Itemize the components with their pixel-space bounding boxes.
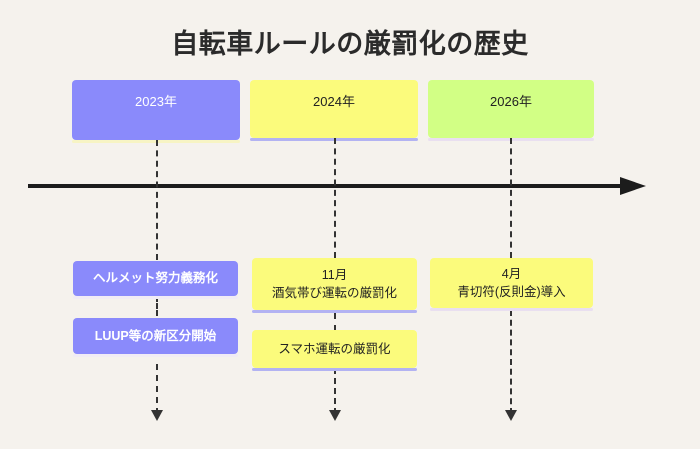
- event-box-2023-luup: LUUP等の新区分開始: [73, 318, 238, 354]
- event-box-2026-bluecket-strip: [430, 308, 593, 311]
- event-label-2024-smartphone: スマホ運転の厳罰化: [278, 341, 391, 356]
- event-box-2026-bluecket: 4月 青切符(反則金)導入: [430, 258, 593, 308]
- event-label-2023-luup: LUUP等の新区分開始: [94, 328, 217, 343]
- year-box-2024: 2024年: [250, 80, 418, 138]
- connector-arrow-2023: [151, 410, 163, 421]
- event-box-2024-smartphone: スマホ運転の厳罰化: [252, 330, 417, 368]
- connector-dash-2026-upper: [510, 138, 512, 258]
- event-label-2026-month: 4月: [501, 266, 522, 281]
- event-label-2024-drunk-month: 11月: [321, 267, 348, 282]
- year-label-2023: 2023年: [135, 94, 177, 109]
- connector-arrow-2026: [505, 410, 517, 421]
- connector-dash-2024-upper: [334, 138, 336, 258]
- event-label-2023-helmet: ヘルメット努力義務化: [92, 271, 218, 286]
- page-title: 自転車ルールの厳罰化の歴史: [171, 29, 529, 59]
- event-label-2026-text: 青切符(反則金)導入: [457, 285, 566, 299]
- year-box-2023: 2023年: [72, 80, 240, 140]
- event-box-2023-helmet-strip: [73, 296, 238, 299]
- event-box-2023-luup-strip: [73, 354, 238, 357]
- connector-arrow-2024: [329, 410, 341, 421]
- connector-dash-2023-upper: [156, 140, 158, 260]
- event-box-2024-drunk: 11月 酒気帯び運転の厳罰化: [252, 258, 417, 310]
- year-label-2026: 2026年: [490, 94, 532, 109]
- timeline-axis-arrow: [28, 177, 646, 195]
- connector-dash-2023-middle: [156, 296, 158, 316]
- year-box-2026: 2026年: [428, 80, 594, 138]
- event-box-2024-smartphone-strip: [252, 368, 417, 371]
- connector-dash-2026-lower: [510, 310, 512, 414]
- event-box-2024-drunk-strip: [252, 310, 417, 313]
- year-label-2024: 2024年: [313, 94, 355, 109]
- event-box-2023-helmet: ヘルメット努力義務化: [73, 261, 238, 296]
- connector-dash-2024-middle: [334, 313, 336, 331]
- connector-dash-2024-lower: [334, 368, 336, 414]
- event-label-2024-drunk-text: 酒気帯び運転の厳罰化: [271, 286, 397, 300]
- connector-dash-2023-lower: [156, 364, 158, 414]
